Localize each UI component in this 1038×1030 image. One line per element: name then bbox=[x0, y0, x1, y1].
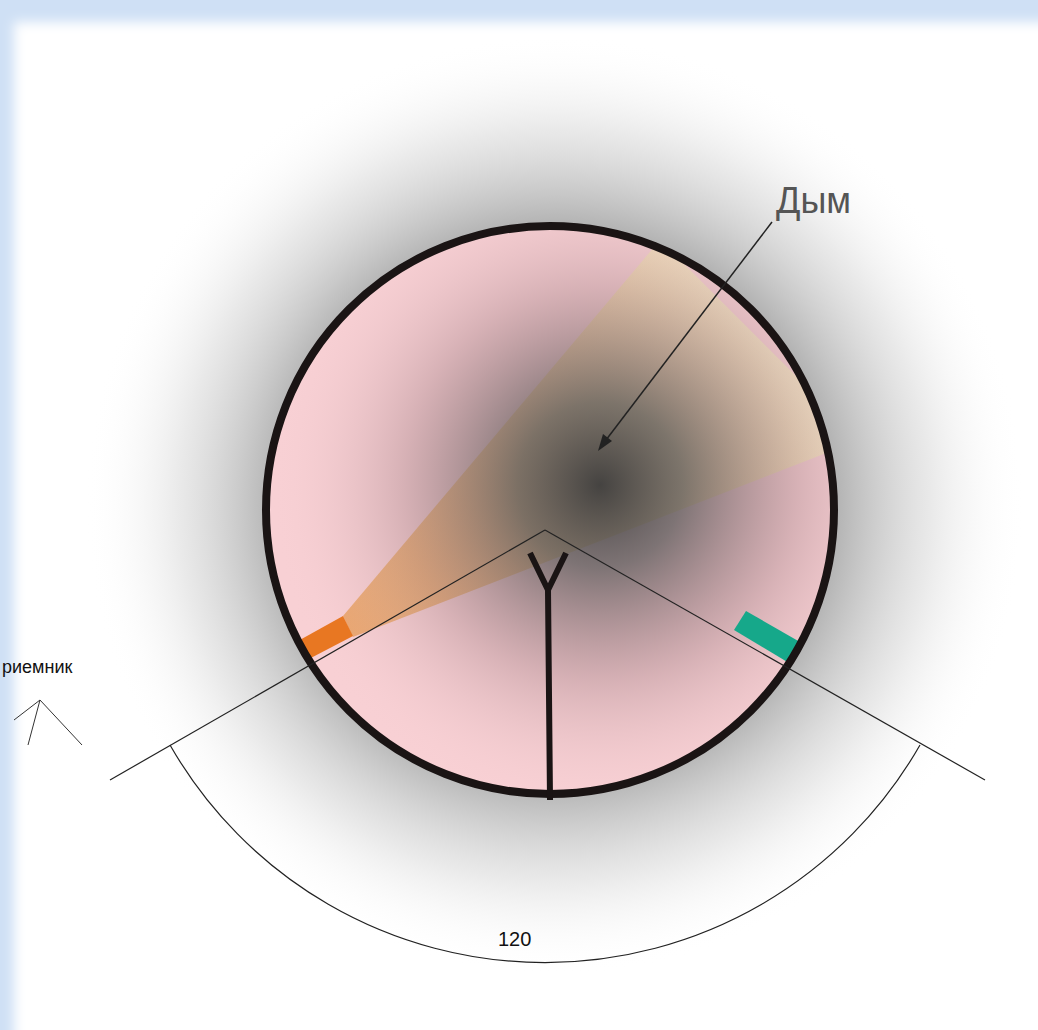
smoke-label: Дым bbox=[776, 180, 851, 221]
leader-arrowhead bbox=[598, 434, 612, 451]
receiver-label: риемник bbox=[2, 657, 72, 678]
angle-dimension: 120 bbox=[498, 928, 531, 951]
holder-symbol bbox=[530, 553, 566, 800]
smoke-glow bbox=[85, 35, 1025, 975]
leader-line bbox=[606, 222, 772, 440]
smoke-cloud bbox=[250, 210, 850, 810]
angle-line bbox=[545, 530, 985, 780]
callout-line bbox=[14, 700, 82, 745]
page-ground bbox=[14, 22, 1038, 1030]
angle-line bbox=[110, 530, 545, 780]
dimension-arc bbox=[170, 745, 920, 963]
